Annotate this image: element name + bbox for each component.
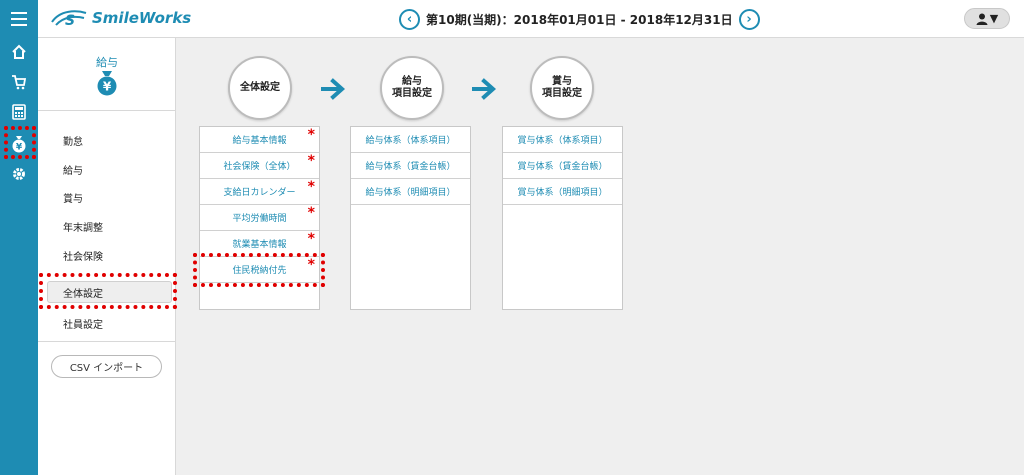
svg-text:¥: ¥	[103, 80, 112, 94]
menu-item-general-settings[interactable]: 全体設定	[47, 281, 172, 303]
menu-item-payroll[interactable]: 給与	[63, 166, 83, 177]
app-logo[interactable]: S SmileWorks	[50, 8, 191, 28]
required-mark: *	[307, 127, 315, 143]
settings-link-salary-basic[interactable]: 給与基本情報 *	[200, 127, 319, 153]
settings-link-salary-structure-items[interactable]: 給与体系（体系項目）	[351, 127, 470, 153]
menu-item-attendance[interactable]: 勤怠	[63, 137, 83, 148]
gear-icon[interactable]	[0, 160, 38, 188]
settings-link-pay-calendar[interactable]: 支給日カレンダー *	[200, 179, 319, 205]
home-icon[interactable]	[0, 38, 38, 66]
menu-highlight-box	[39, 273, 177, 309]
chevron-right-icon[interactable]: ›	[738, 8, 760, 30]
flow-step-salary: 給与 項目設定	[380, 56, 444, 120]
cart-icon[interactable]	[0, 68, 38, 96]
flow-step-label: 項目設定	[542, 88, 582, 99]
bonus-items-panel: 賞与体系（体系項目） 賞与体系（賃金台帳） 賞与体系（明細項目）	[502, 126, 623, 310]
required-mark: *	[307, 179, 315, 195]
required-mark: *	[307, 257, 315, 273]
menu-item-year-end[interactable]: 年末調整	[63, 223, 103, 234]
settings-link-avg-hours[interactable]: 平均労働時間 *	[200, 205, 319, 231]
settings-link-bonus-structure-items[interactable]: 賞与体系（体系項目）	[503, 127, 622, 153]
resident-tax-highlight-box	[193, 253, 325, 287]
required-mark: *	[307, 231, 315, 247]
logo-mark-icon: S	[51, 10, 87, 28]
flow-step-bonus: 賞与 項目設定	[530, 56, 594, 120]
calculator-icon[interactable]	[0, 98, 38, 126]
user-icon	[976, 13, 988, 25]
arrow-right-icon	[321, 78, 346, 100]
icon-rail: ¥	[0, 38, 38, 475]
flow-step-label: 給与	[402, 75, 422, 87]
money-bag-icon[interactable]: ¥	[0, 130, 38, 158]
menu-divider	[38, 341, 176, 342]
settings-link-salary-wage-ledger[interactable]: 給与体系（賃金台帳）	[351, 153, 470, 179]
csv-import-button[interactable]: CSV インポート	[51, 355, 162, 378]
general-settings-panel: 給与基本情報 * 社会保険（全体） * 支給日カレンダー * 平均労働時間 * …	[199, 126, 320, 310]
settings-link-social-insurance[interactable]: 社会保険（全体） *	[200, 153, 319, 179]
user-menu-button[interactable]: ▼	[964, 8, 1010, 29]
salary-items-panel: 給与体系（体系項目） 給与体系（賃金台帳） 給与体系（明細項目）	[350, 126, 471, 310]
required-mark: *	[307, 153, 315, 169]
menu-divider	[38, 110, 176, 111]
svg-text:S: S	[65, 13, 75, 28]
required-mark: *	[307, 205, 315, 221]
flow-step-label: 全体設定	[240, 81, 280, 93]
fiscal-period-label: 第10期(当期)：2018年01月01日 - 2018年12月31日	[426, 12, 733, 27]
rail-highlight-box	[4, 126, 36, 159]
caret-down-icon: ▼	[989, 12, 999, 25]
flow-step-general: 全体設定	[228, 56, 292, 120]
money-bag-icon: ¥	[97, 71, 117, 96]
settings-link-bonus-wage-ledger[interactable]: 賞与体系（賃金台帳）	[503, 153, 622, 179]
hamburger-menu-icon[interactable]	[0, 0, 38, 38]
chevron-left-icon[interactable]: ‹	[399, 8, 420, 30]
top-header: S SmileWorks ‹ 第10期(当期)：2018年01月01日 - 20…	[0, 0, 1024, 38]
menu-item-social-insurance[interactable]: 社会保険	[63, 252, 103, 263]
logo-text: SmileWorks	[92, 9, 192, 27]
menu-item-bonus[interactable]: 賞与	[63, 194, 83, 205]
flow-step-label: 項目設定	[392, 88, 432, 99]
flow-step-label: 賞与	[552, 75, 572, 87]
menu-item-employee-settings[interactable]: 社員設定	[63, 320, 103, 331]
svg-text:¥: ¥	[16, 143, 23, 153]
settings-link-bonus-detail-items[interactable]: 賞与体系（明細項目）	[503, 179, 622, 205]
settings-link-salary-detail-items[interactable]: 給与体系（明細項目）	[351, 179, 470, 205]
payroll-menu: 給与 ¥ 勤怠 給与 賞与 年末調整 社会保険 全体設定 社員設定 CSV イン…	[38, 38, 177, 475]
arrow-right-icon	[472, 78, 497, 100]
menu-title: 給与	[96, 56, 118, 69]
settings-link-resident-tax[interactable]: 住民税納付先 *	[200, 257, 319, 283]
fiscal-period-selector: ‹ 第10期(当期)：2018年01月01日 - 2018年12月31日 ›	[399, 7, 760, 31]
